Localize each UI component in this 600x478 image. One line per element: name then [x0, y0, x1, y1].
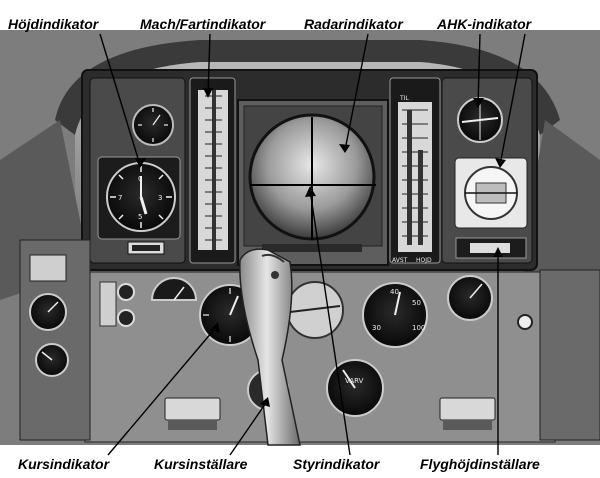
label-hojdindikator: Höjdindikator [8, 16, 99, 32]
svg-text:50: 50 [412, 299, 421, 307]
tape-marking-top: TIL [399, 95, 409, 102]
label-ahk-indikator: AHK-indikator [437, 16, 532, 32]
svg-text:0: 0 [138, 175, 142, 183]
svg-text:30: 30 [372, 324, 381, 332]
label-styrindikator: Styrindikator [293, 456, 380, 472]
label-kursinstallare: Kursinställare [154, 456, 248, 472]
label-radarindikator: Radarindikator [304, 16, 403, 32]
label-flyghojdinstallare: Flyghöjdinställare [420, 456, 540, 472]
vario-marking: VARV [345, 377, 364, 385]
svg-text:3: 3 [158, 194, 162, 202]
label-kursindikator: Kursindikator [18, 456, 110, 472]
tape-marking-hojd: HOJD [416, 257, 432, 264]
label-mach-fartindikator: Mach/Fartindikator [140, 16, 266, 32]
svg-text:7: 7 [118, 194, 122, 202]
svg-text:40: 40 [390, 288, 399, 296]
svg-text:100: 100 [412, 324, 425, 332]
svg-text:5: 5 [138, 213, 142, 221]
tape-marking-avst: AVST [392, 257, 408, 264]
